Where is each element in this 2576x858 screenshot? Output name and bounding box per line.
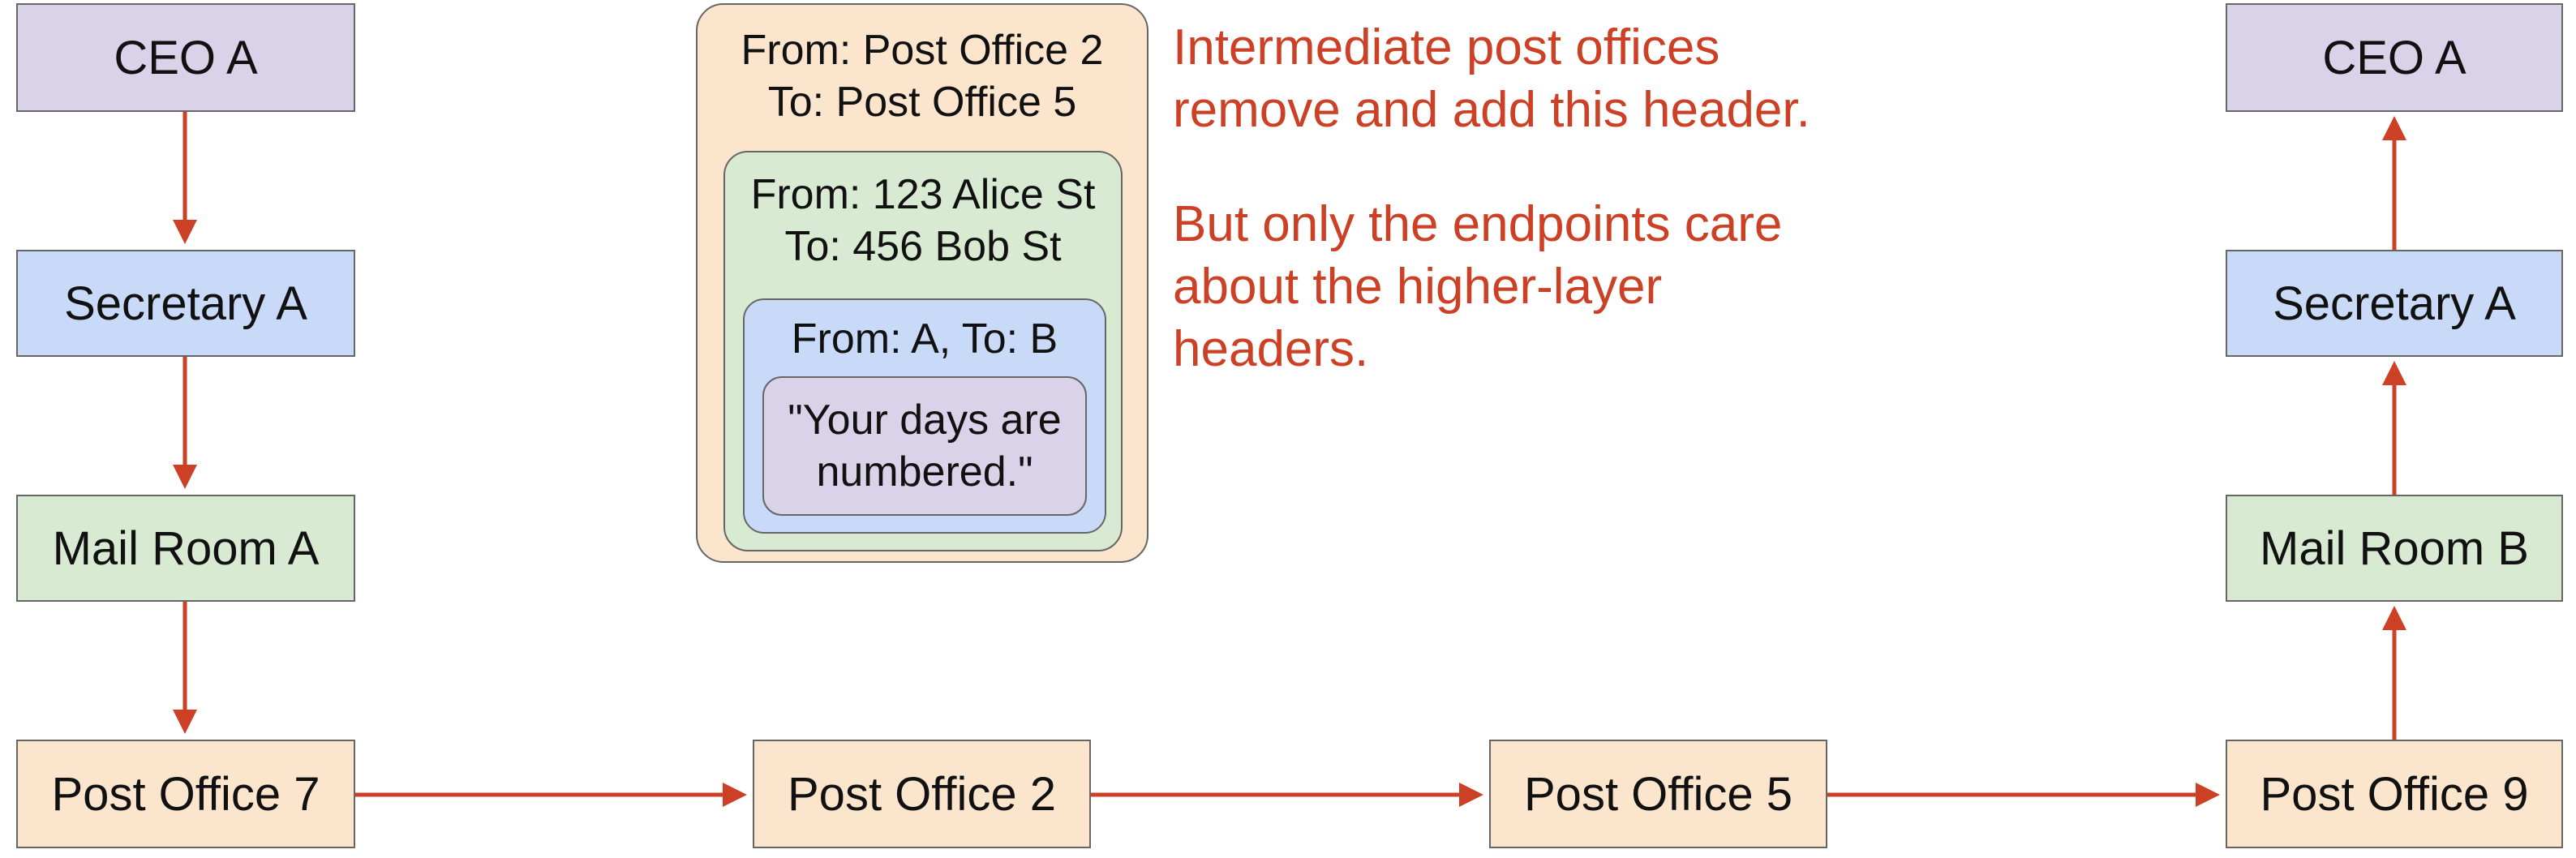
message-line-2: numbered." <box>816 448 1033 495</box>
postal-header-from: From: Post Office 2 <box>741 27 1104 74</box>
post-office-9: Post Office 9 <box>2226 740 2563 848</box>
packet-person-layer: From: A, To: B "Your days are numbered." <box>743 298 1106 534</box>
post-office-7: Post Office 7 <box>16 740 355 848</box>
ceo-a-right: CEO A <box>2226 3 2563 112</box>
secretary-a-left: Secretary A <box>16 250 355 357</box>
packet-address-layer: From: 123 Alice St To: 456 Bob St From: … <box>723 151 1123 551</box>
person-header: From: A, To: B <box>791 315 1058 363</box>
mail-room-a: Mail Room A <box>16 495 355 602</box>
ceo-a-left: CEO A <box>16 3 355 112</box>
post-office-5: Post Office 5 <box>1489 740 1827 848</box>
packet-message: "Your days are numbered." <box>762 376 1087 516</box>
secretary-a-right: Secretary A <box>2226 250 2563 357</box>
packet-postal-layer: From: Post Office 2 To: Post Office 5 Fr… <box>696 3 1148 563</box>
address-header-from: From: 123 Alice St <box>750 171 1096 218</box>
note-1-line-1: Intermediate post offices <box>1173 19 1720 75</box>
postal-header-to: To: Post Office 5 <box>767 79 1077 126</box>
post-office-2: Post Office 2 <box>753 740 1091 848</box>
note-1-line-2: remove and add this header. <box>1173 82 1810 138</box>
note-2-line-2: about the higher-layer <box>1173 259 1663 315</box>
note-2-line-1: But only the endpoints care <box>1173 196 1783 252</box>
address-header-to: To: 456 Bob St <box>784 223 1062 270</box>
note-intermediate-offices: Intermediate post offices remove and add… <box>1173 16 1810 141</box>
note-endpoints-care: But only the endpoints care about the hi… <box>1173 193 1782 380</box>
note-2-line-3: headers. <box>1173 321 1369 377</box>
mail-room-b: Mail Room B <box>2226 495 2563 602</box>
message-line-1: "Your days are <box>788 397 1062 444</box>
